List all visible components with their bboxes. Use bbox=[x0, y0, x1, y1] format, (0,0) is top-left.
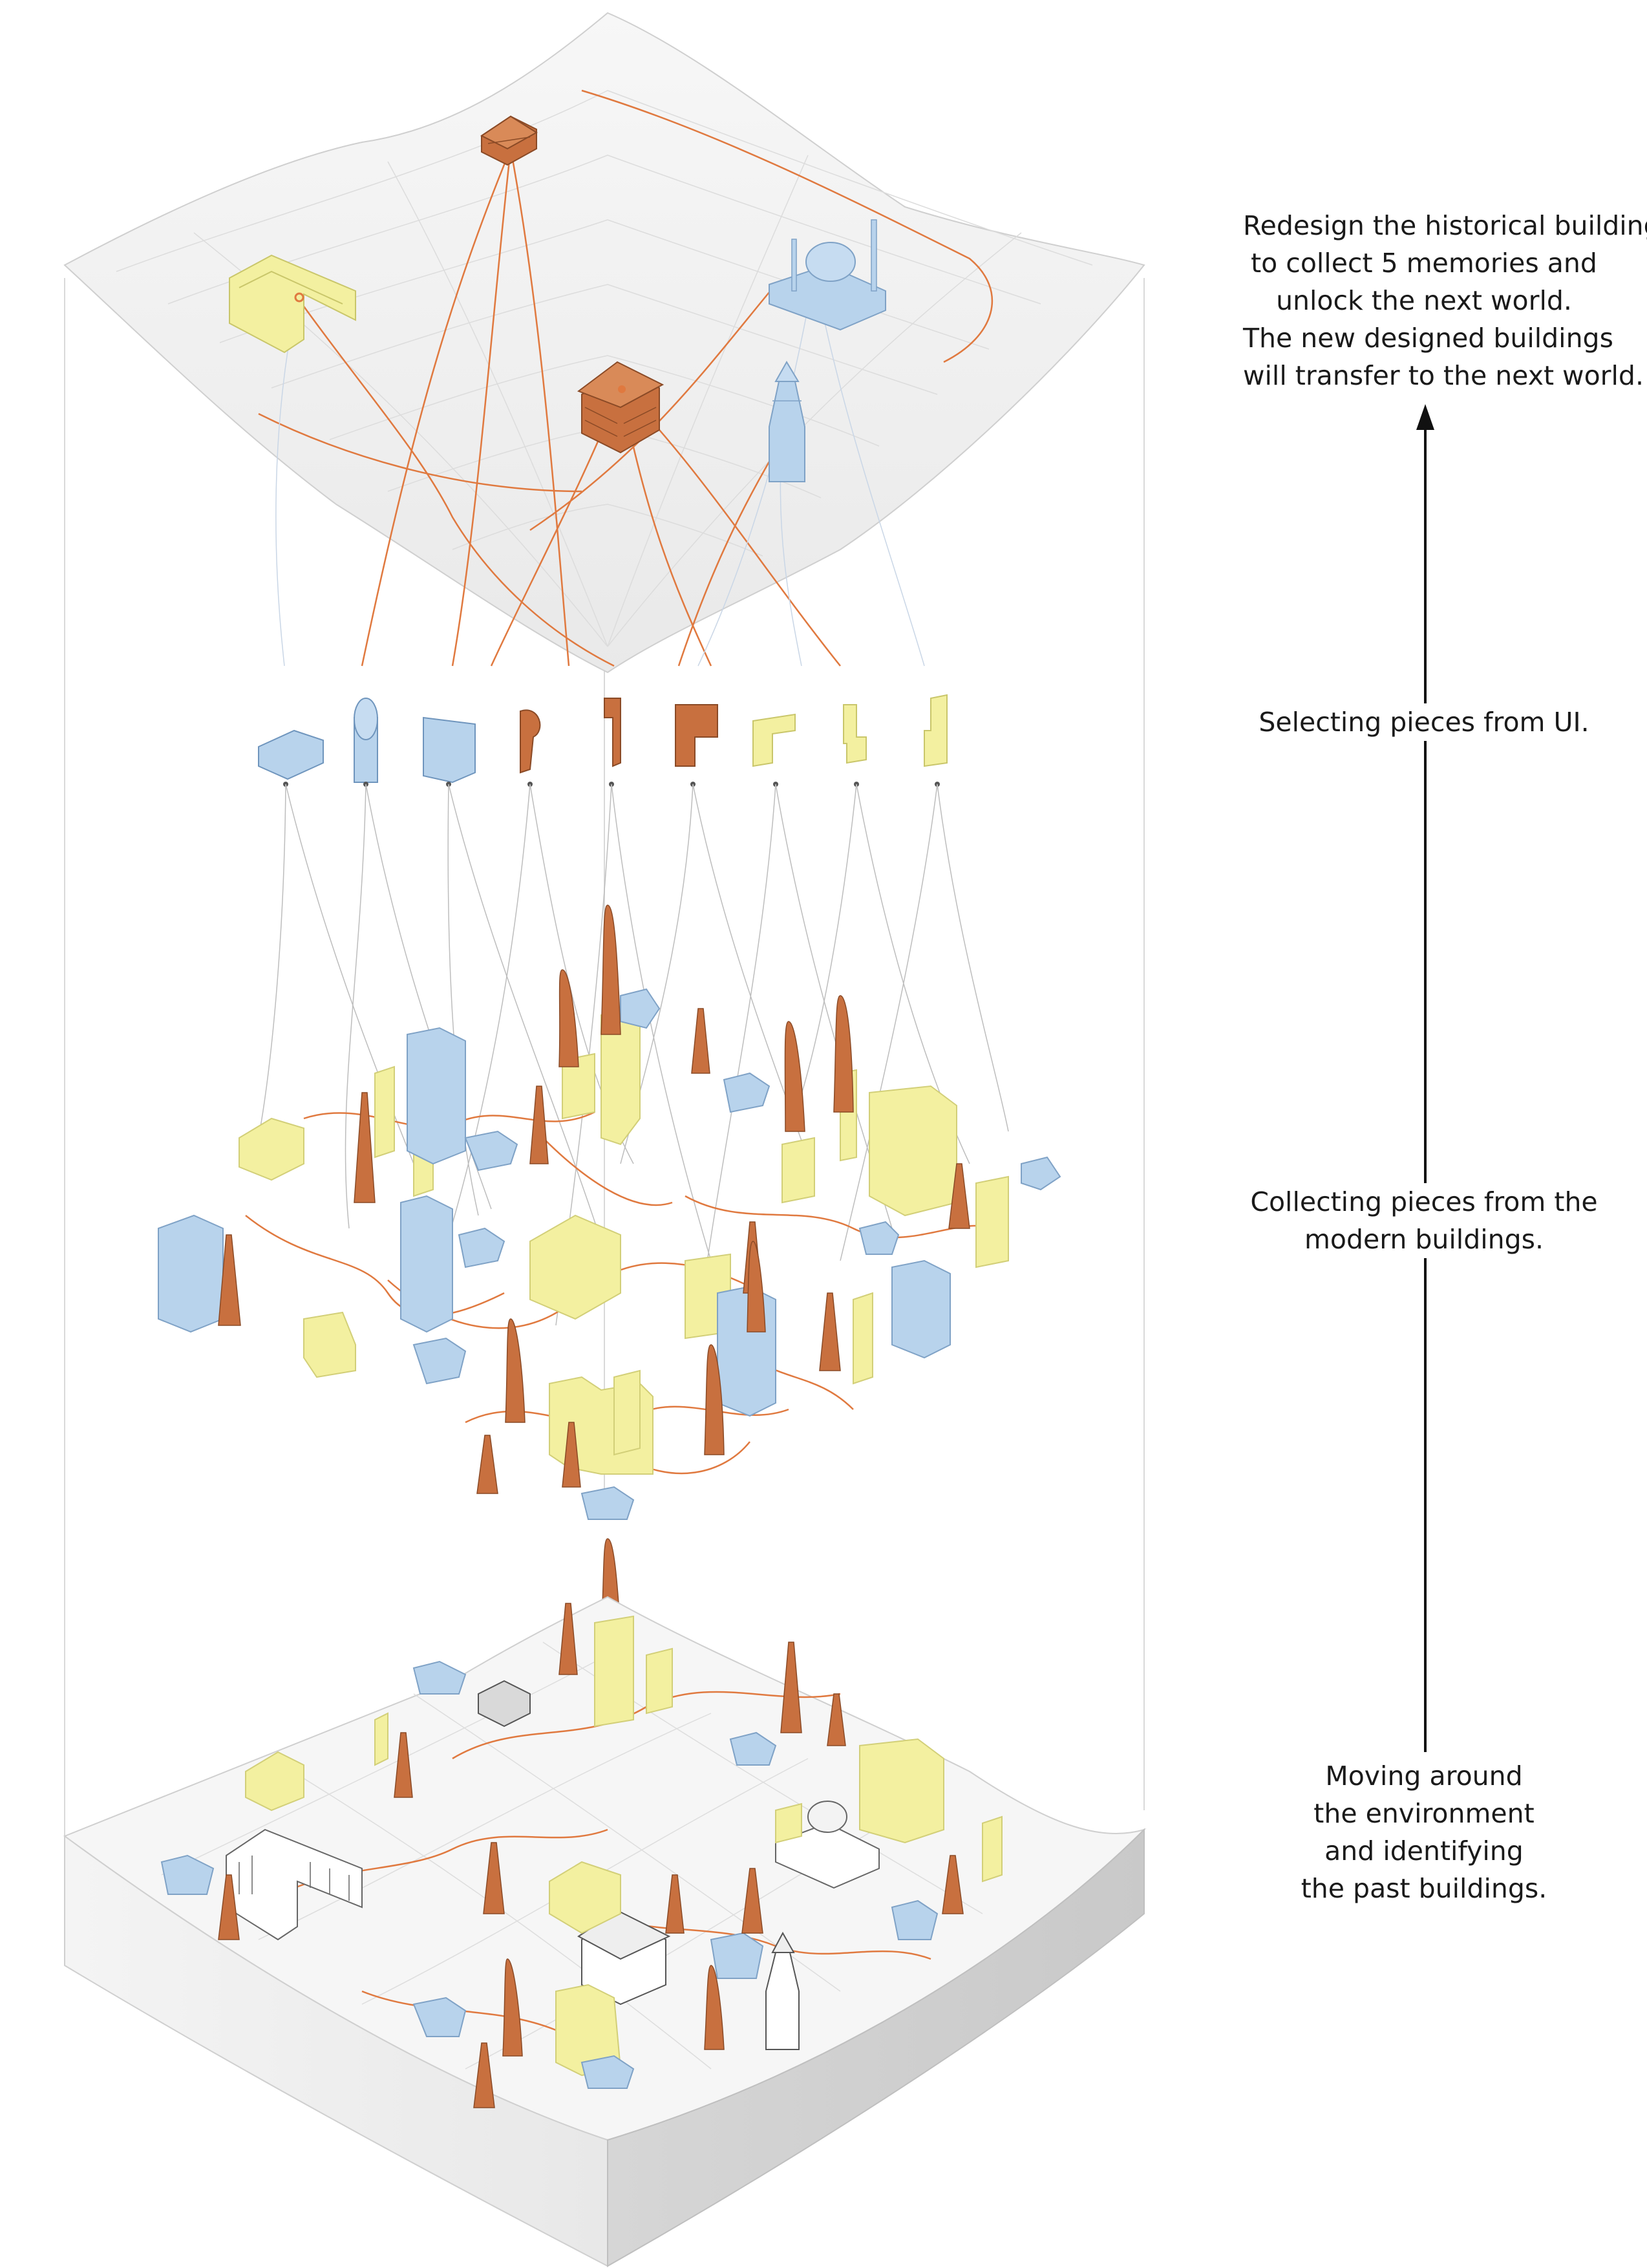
caption-line: Selecting pieces from UI. bbox=[1259, 707, 1589, 738]
ui-piece-7[interactable] bbox=[752, 713, 796, 767]
caption-line: unlock the next world. bbox=[1276, 285, 1572, 316]
ui-piece-8[interactable] bbox=[843, 704, 867, 764]
lower-house-icon bbox=[478, 1680, 531, 1728]
progress-arrow bbox=[1416, 404, 1434, 1752]
ui-piece-2[interactable] bbox=[354, 698, 378, 783]
galata-tower-icon bbox=[769, 361, 805, 482]
caption-line: Redesign the historical buildings bbox=[1243, 210, 1647, 241]
ui-piece-9[interactable] bbox=[924, 694, 948, 767]
stone-fortress-icon bbox=[229, 254, 356, 354]
upper-world-paths bbox=[258, 89, 994, 667]
caption-line: The new designed buildings bbox=[1243, 323, 1613, 354]
lower-tower-icon bbox=[765, 1931, 800, 2050]
ui-piece-6[interactable] bbox=[675, 704, 718, 767]
ui-pieces-row bbox=[258, 694, 948, 787]
caption-selecting: Selecting pieces from UI. bbox=[1243, 703, 1605, 741]
ui-piece-4[interactable] bbox=[520, 709, 541, 774]
ui-piece-3[interactable] bbox=[423, 716, 476, 784]
upper-world-terrain bbox=[63, 12, 1145, 674]
caption-moving: Moving around the environment and identi… bbox=[1243, 1757, 1605, 1907]
lower-mosque-icon bbox=[775, 1801, 880, 1889]
caption-line: to collect 5 memories and bbox=[1251, 248, 1597, 279]
caption-redesign: Redesign the historical buildings to col… bbox=[1243, 207, 1647, 394]
caption-line: Moving around bbox=[1325, 1760, 1523, 1792]
caption-line: and identifying bbox=[1324, 1835, 1524, 1867]
caption-collecting: Collecting pieces from the modern buildi… bbox=[1243, 1183, 1605, 1258]
caption-line: will transfer to the next world. bbox=[1243, 360, 1644, 391]
lower-fortress-icon bbox=[226, 1828, 363, 1941]
ui-piece-5[interactable] bbox=[604, 698, 621, 767]
wooden-mansion-icon bbox=[577, 361, 664, 454]
caption-line: modern buildings. bbox=[1304, 1224, 1544, 1255]
floating-pieces-cloud bbox=[158, 904, 1061, 1520]
ui-piece-1[interactable] bbox=[258, 729, 324, 780]
mosque-icon bbox=[769, 219, 886, 331]
caption-line: the past buildings. bbox=[1301, 1873, 1547, 1904]
caption-line: the environment bbox=[1313, 1798, 1535, 1829]
caption-line: Collecting pieces from the bbox=[1250, 1186, 1598, 1217]
wooden-house-icon bbox=[480, 115, 538, 166]
lower-world-buildings bbox=[160, 1603, 1003, 2108]
